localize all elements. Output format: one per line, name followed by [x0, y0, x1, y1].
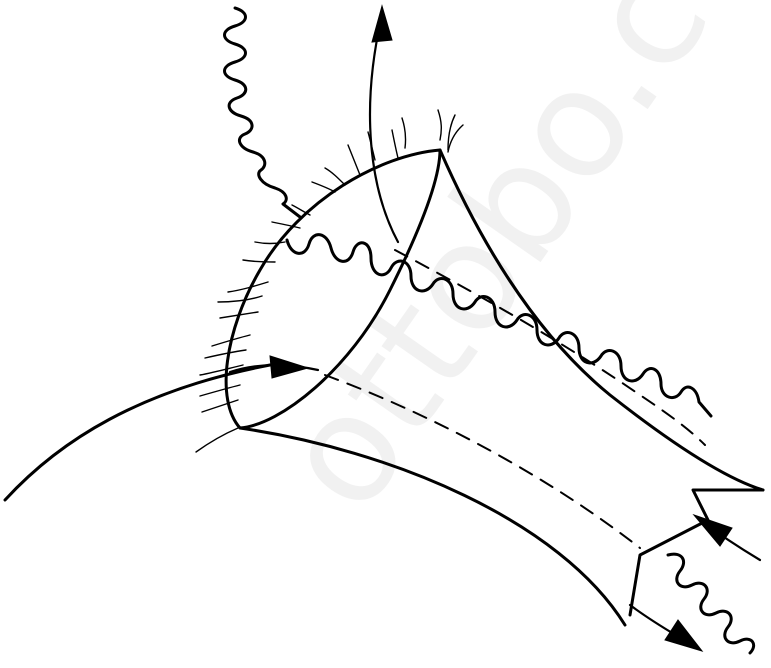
arrow-down-right-icon: [665, 620, 702, 651]
photon-line-incoming: [225, 8, 301, 217]
tube-right-end: [630, 490, 763, 615]
watermark-text: ottobo.com: [247, 0, 771, 541]
outgoing-string-line-top: [370, 15, 398, 242]
arrow-up-icon: [372, 6, 392, 42]
arrow-up-left-icon: [694, 515, 732, 546]
surface-outer-lower-curve: [5, 365, 270, 500]
